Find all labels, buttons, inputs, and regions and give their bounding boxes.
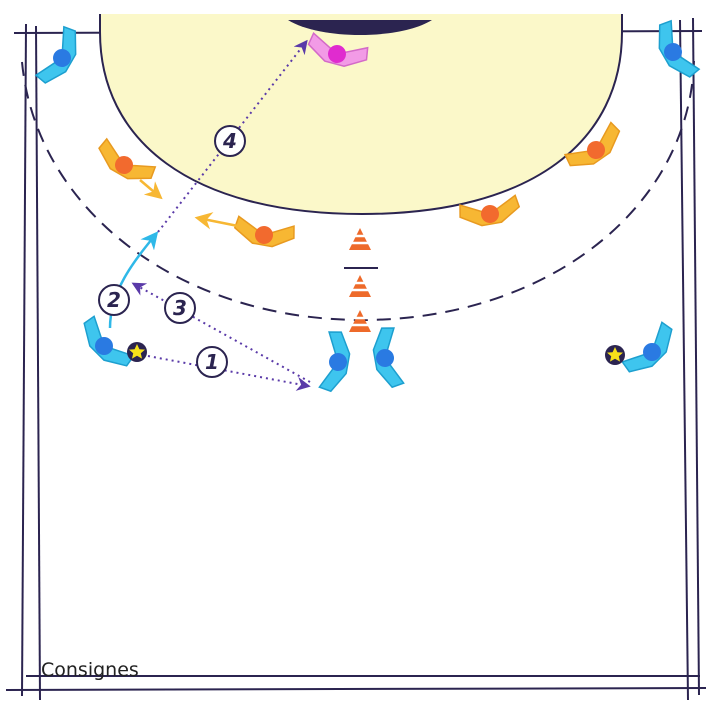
court-outline xyxy=(5,17,707,701)
caption-label: Consignes xyxy=(41,659,139,681)
attacker xyxy=(318,331,351,393)
goal xyxy=(288,20,432,35)
svg-text:2: 2 xyxy=(107,288,121,312)
attacker xyxy=(621,321,673,373)
svg-text:4: 4 xyxy=(222,129,237,153)
cone-icon xyxy=(344,228,378,332)
defender xyxy=(98,137,157,180)
defender xyxy=(459,194,521,227)
step-badge-3: 3 xyxy=(164,292,196,324)
run-arrow-2 xyxy=(108,231,159,329)
attacker xyxy=(83,315,135,367)
goal-area-zone xyxy=(99,14,623,216)
defender-players xyxy=(98,121,621,248)
svg-text:1: 1 xyxy=(205,350,219,374)
star-ball-icon xyxy=(605,345,625,365)
defender-move-arrow xyxy=(194,212,239,230)
defender xyxy=(563,121,621,167)
pass-arrow-1 xyxy=(147,355,311,391)
attacker xyxy=(34,25,77,84)
attacker xyxy=(658,19,701,78)
svg-text:3: 3 xyxy=(173,296,187,320)
goalkeeper xyxy=(307,31,369,68)
attacker xyxy=(372,327,405,389)
star-ball-icon xyxy=(127,342,147,362)
defender xyxy=(233,215,295,248)
attacker-players xyxy=(34,19,701,393)
step-badge-2: 2 xyxy=(98,284,130,316)
step-badge-4: 4 xyxy=(214,125,246,157)
defender-move-arrow xyxy=(139,179,163,200)
step-badge-1: 1 xyxy=(196,346,228,378)
